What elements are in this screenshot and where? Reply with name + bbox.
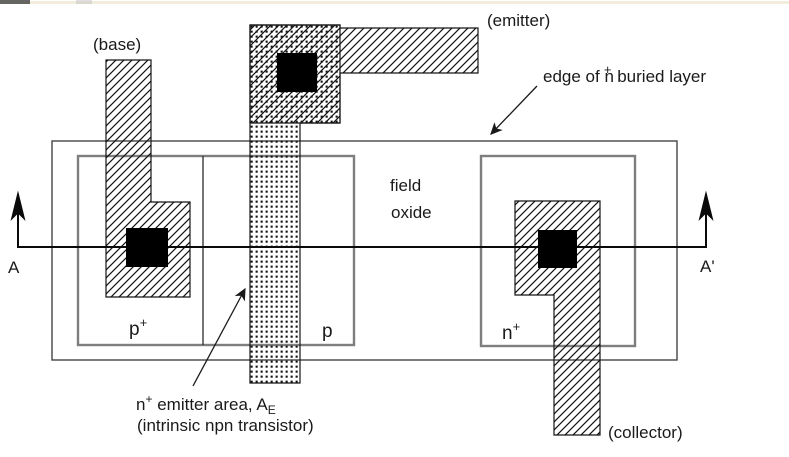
emitter-metal-region [249,24,479,124]
label-emitter-area-note: (intrinsic npn transistor) [137,416,314,435]
emitter-contact-square [277,53,317,92]
buried-layer-outline [51,140,678,361]
label-emitter-area: n+ emitter area, AE [136,392,276,417]
label-buried-layer: edge of n+ buried layer [543,62,706,86]
label-p-plus: p+ [129,315,147,340]
label-n-plus: n+ [502,319,520,344]
label-emitter-area-mid: emitter area, A [152,395,268,414]
label-n-plus-base: n [502,323,513,344]
label-field-oxide-line2: oxide [391,203,432,222]
label-emitter-area-pre: n [136,395,145,414]
label-buried-layer-post: buried layer [613,67,707,86]
label-p: p [322,321,333,342]
section-line-AA [17,208,707,248]
label-buried-layer-pre: edge of n [543,67,614,86]
label-emitter-area-sub: E [268,403,276,417]
top-left-artifact-smudge [0,0,30,4]
label-emitter: (emitter) [487,11,550,30]
label-base: (base) [93,35,141,54]
collector-metal-contact-region [514,200,601,436]
buried-layer-annotation-arrow [490,85,538,135]
label-n-plus-sup: + [513,319,521,334]
top-artifact-blob [76,0,92,4]
label-emitter-area-sup: + [145,392,152,406]
label-p-plus-sup: + [140,315,148,330]
label-field-oxide-line1: field [390,176,421,195]
top-edge-artifact-strip [0,1,789,4]
base-island-outline [76,154,356,347]
collector-contact-square [538,230,577,268]
label-section-a: A [8,258,20,277]
label-section-a-prime: A' [700,257,715,276]
emitter-area-annotation-arrow [192,287,246,387]
label-p-plus-base: p [129,319,140,340]
section-arrowhead-right [698,190,714,221]
base-contact-square [126,228,168,267]
section-arrowhead-left [10,190,26,221]
label-buried-layer-sup: + [604,62,612,77]
label-collector: (collector) [608,423,683,442]
